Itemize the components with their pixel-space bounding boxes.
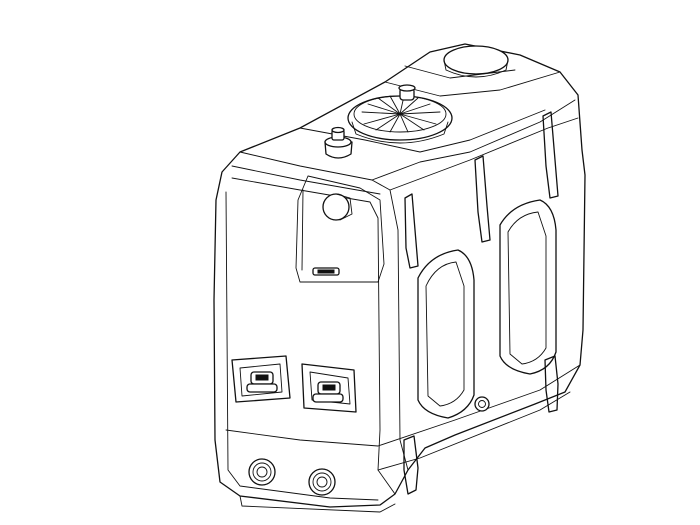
nameplate <box>312 267 340 276</box>
front-upper-panel <box>295 175 385 283</box>
top-fill-cap <box>347 84 453 144</box>
drain-fitting-right <box>308 468 336 496</box>
level-gauge-knob <box>322 193 353 221</box>
drain-fitting-left <box>248 458 276 486</box>
strap-recess-left <box>417 249 475 419</box>
front-outlet-left <box>231 355 291 403</box>
strap-slots <box>403 111 559 495</box>
bottom-footing <box>239 495 396 513</box>
rear-top-boss <box>443 45 509 78</box>
strap-recess-right <box>499 199 557 375</box>
small-top-cap <box>324 126 353 159</box>
front-outlet-right <box>301 363 357 413</box>
